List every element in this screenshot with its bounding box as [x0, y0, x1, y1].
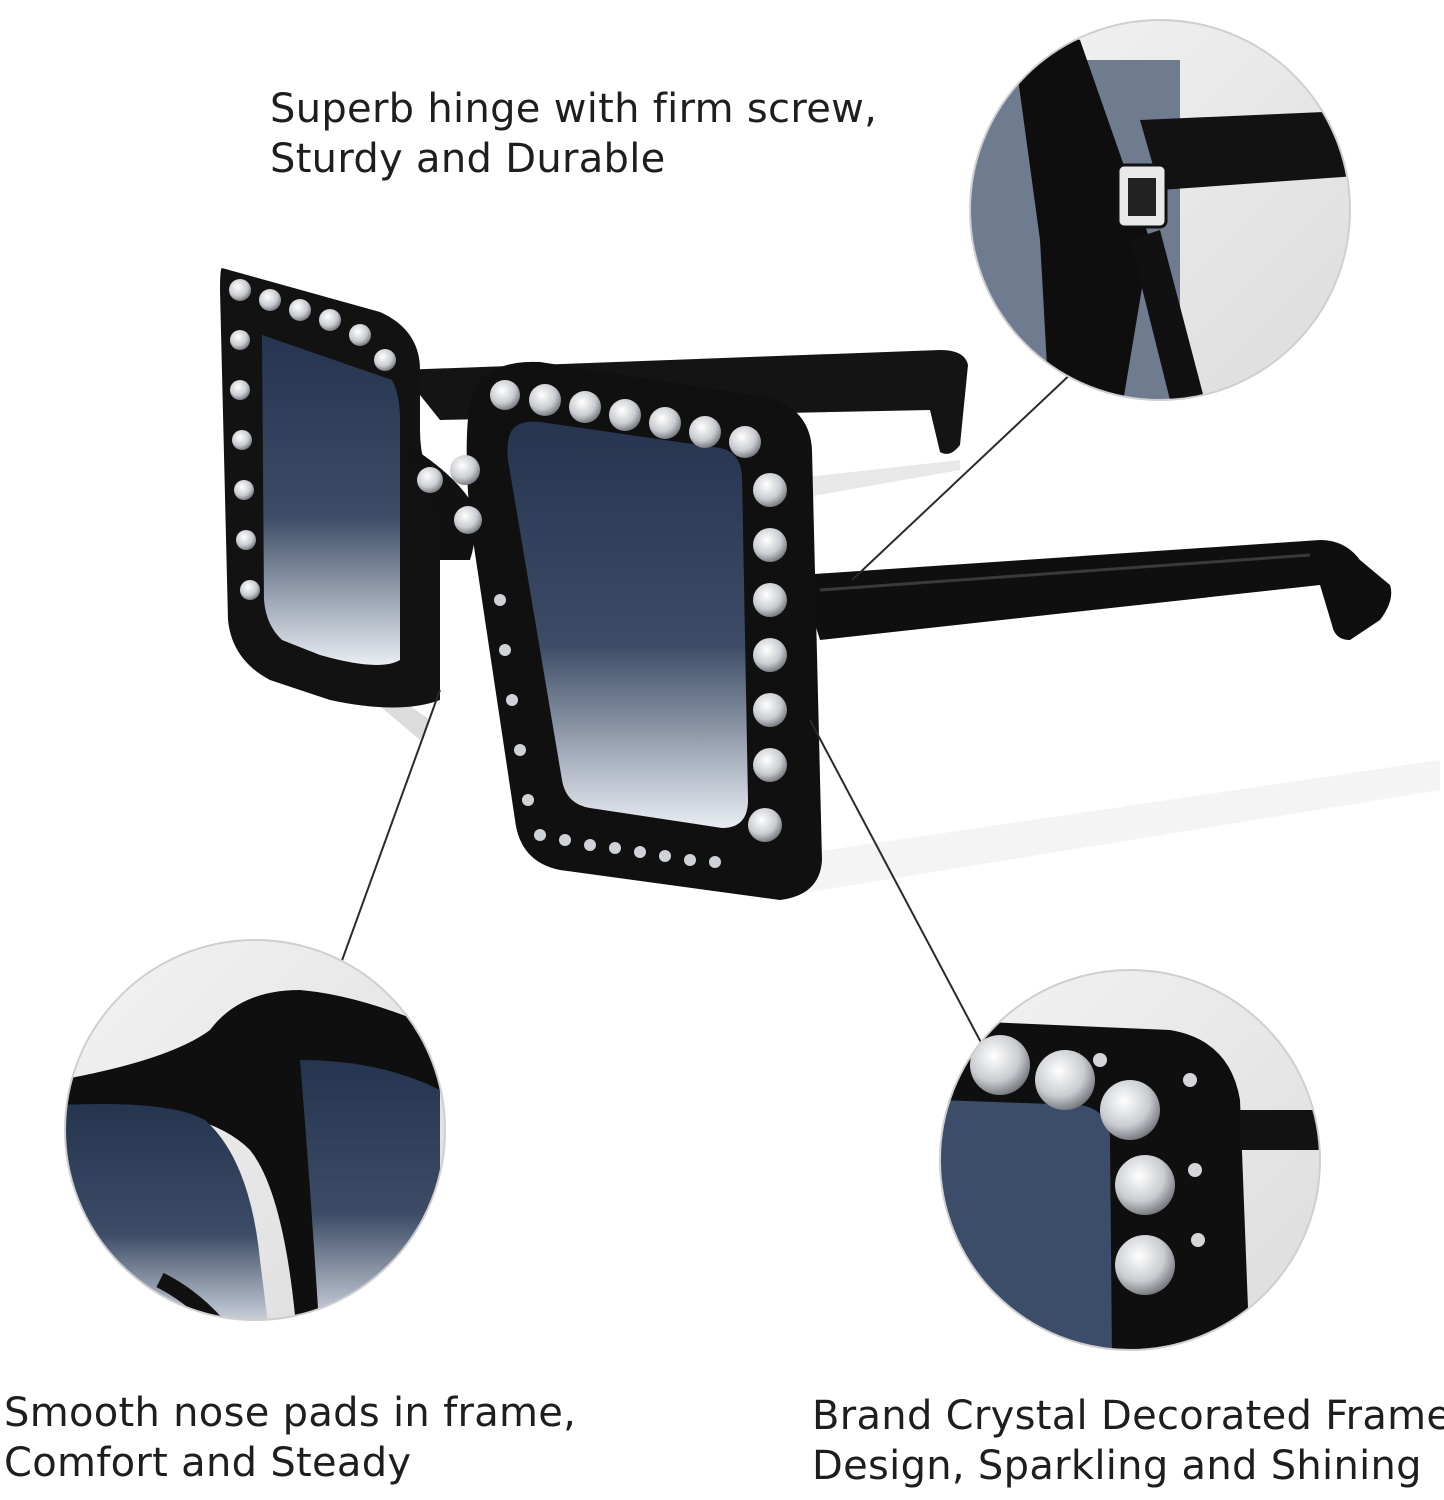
sunglasses-main: [220, 268, 1392, 900]
crystal-row-right: [748, 473, 787, 842]
crystal-caption-line2: Design, Sparkling and Shining: [812, 1443, 1422, 1489]
crystal-row-left: [229, 279, 482, 600]
crystal-caption-line1: Brand Crystal Decorated Frame: [812, 1393, 1444, 1439]
hinge-caption: Superb hinge with firm screw, Sturdy and…: [270, 84, 877, 184]
crystal-row-top: [490, 380, 761, 458]
crystal-dots-bottom: [494, 594, 721, 868]
crystal-detail-circle: [939, 969, 1321, 1351]
nose-pad-detail-circle: [64, 939, 446, 1321]
hinge-detail-circle: [969, 19, 1351, 401]
nose-pads-caption: Smooth nose pads in frame, Comfort and S…: [4, 1388, 576, 1488]
nose-pads-caption-line2: Comfort and Steady: [4, 1440, 412, 1486]
hinge-caption-line1: Superb hinge with firm screw,: [270, 86, 878, 132]
hinge-caption-line2: Sturdy and Durable: [270, 136, 666, 182]
nose-pads-caption-line1: Smooth nose pads in frame,: [4, 1390, 577, 1436]
crystal-caption: Brand Crystal Decorated Frame Design, Sp…: [812, 1391, 1444, 1491]
